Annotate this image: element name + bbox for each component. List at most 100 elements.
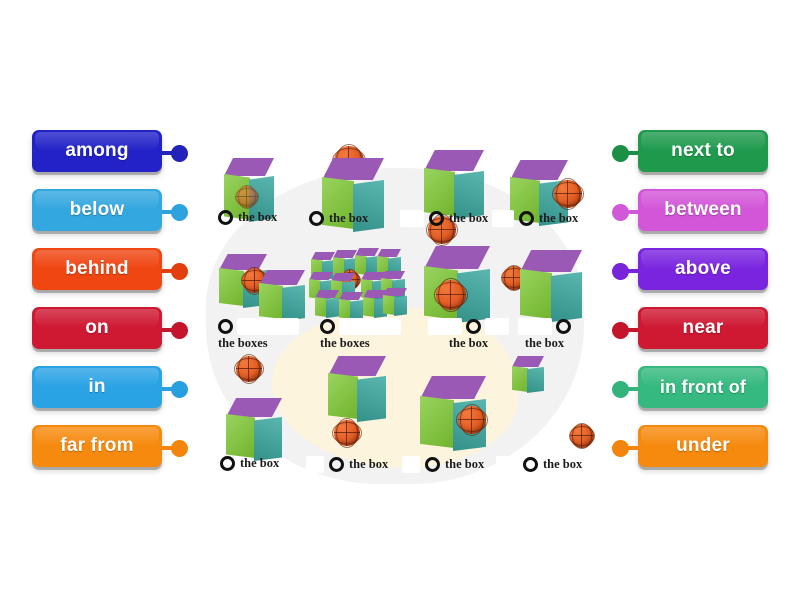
label-chip-text: in xyxy=(88,376,106,397)
connector-next-to xyxy=(612,144,638,162)
drop-target-icon[interactable] xyxy=(556,319,571,334)
dropzone-3[interactable]: the box xyxy=(400,210,488,227)
connector-dot[interactable] xyxy=(612,203,629,221)
drop-target-icon[interactable] xyxy=(218,319,233,334)
label-chip-next-to[interactable]: next to xyxy=(638,130,768,172)
connector-between xyxy=(612,203,638,221)
drop-slot[interactable] xyxy=(237,318,299,335)
connector-behind xyxy=(162,262,188,280)
connector-in-front-of xyxy=(612,380,638,398)
dropzone-2[interactable]: the box xyxy=(304,210,368,227)
label-chip-text: far from xyxy=(60,435,134,456)
drop-slot[interactable] xyxy=(492,210,514,227)
label-chip-in-front-of[interactable]: in front of xyxy=(638,366,768,408)
ball-scene-1 xyxy=(234,184,260,210)
dropzone-label: the box xyxy=(448,336,489,350)
connector-dot[interactable] xyxy=(612,321,629,339)
connector-dot[interactable] xyxy=(612,439,629,457)
drop-target-icon[interactable] xyxy=(329,457,344,472)
dropzone-1[interactable]: the box xyxy=(218,210,277,225)
drop-slot[interactable] xyxy=(518,318,552,335)
connector-dot[interactable] xyxy=(171,321,188,339)
label-chip-text: below xyxy=(69,199,125,220)
connector-near xyxy=(612,321,638,339)
connector-dot[interactable] xyxy=(171,380,188,398)
label-chip-under[interactable]: under xyxy=(638,425,768,467)
drop-slot[interactable] xyxy=(402,456,420,473)
dropzone-label: the box xyxy=(539,211,579,225)
dropzone-12[interactable]: the box xyxy=(496,456,582,473)
label-chip-in[interactable]: in xyxy=(32,366,162,408)
ball-scene-4 xyxy=(552,178,584,210)
dropzone-label: the box xyxy=(349,457,389,471)
drop-target-icon[interactable] xyxy=(519,211,534,226)
label-chip-text: in front of xyxy=(659,376,747,397)
connector-under xyxy=(612,439,638,457)
label-chip-near[interactable]: near xyxy=(638,307,768,349)
drop-target-icon[interactable] xyxy=(429,211,444,226)
label-chip-text: under xyxy=(676,435,730,456)
connector-above xyxy=(612,262,638,280)
label-chip-below[interactable]: below xyxy=(32,189,162,231)
connector-dot[interactable] xyxy=(612,144,629,162)
label-chip-on[interactable]: on xyxy=(32,307,162,349)
drop-target-icon[interactable] xyxy=(466,319,481,334)
ball-scene-12 xyxy=(568,422,596,450)
label-chip-text: near xyxy=(682,317,724,338)
label-chip-text: between xyxy=(664,199,742,220)
connector-dot[interactable] xyxy=(171,144,188,162)
dropzone-9[interactable]: the box xyxy=(220,456,279,471)
dropzone-7[interactable]: the box xyxy=(428,318,509,351)
connector-dot[interactable] xyxy=(171,439,188,457)
ball-scene-9 xyxy=(234,354,264,384)
connector-far-from xyxy=(162,439,188,457)
drop-slot[interactable] xyxy=(400,210,424,227)
label-chip-text: among xyxy=(65,140,129,161)
label-chip-text: above xyxy=(675,258,731,279)
drop-slot[interactable] xyxy=(428,318,462,335)
drop-slot[interactable] xyxy=(496,456,518,473)
drop-target-icon[interactable] xyxy=(220,456,235,471)
connector-dot[interactable] xyxy=(612,380,629,398)
drop-target-icon[interactable] xyxy=(309,211,324,226)
dropzone-label: the box xyxy=(449,211,489,225)
dropzone-10[interactable]: the box xyxy=(306,456,388,473)
connector-in xyxy=(162,380,188,398)
dropzone-5[interactable]: the boxes xyxy=(218,318,299,351)
label-chip-above[interactable]: above xyxy=(638,248,768,290)
dropzone-label: the box xyxy=(238,210,278,224)
dropzone-label: the box xyxy=(240,456,280,470)
dropzone-4[interactable]: the box xyxy=(492,210,578,227)
ball-scene-11 xyxy=(456,404,488,436)
drop-target-icon[interactable] xyxy=(320,319,335,334)
cube-grid-scene-6 xyxy=(308,248,407,320)
diagram-illustration: the box the box the box the box xyxy=(196,144,596,488)
label-chip-among[interactable]: among xyxy=(32,130,162,172)
dropzone-6[interactable]: the boxes xyxy=(320,318,401,351)
connector-dot[interactable] xyxy=(171,203,188,221)
drop-target-icon[interactable] xyxy=(218,210,233,225)
dropzone-label: the box xyxy=(445,457,485,471)
dropzone-label: the box xyxy=(329,211,369,225)
dropzone-8[interactable]: the box xyxy=(518,318,571,351)
label-chip-text: on xyxy=(85,317,109,338)
label-chip-between[interactable]: between xyxy=(638,189,768,231)
label-chip-far-from[interactable]: far from xyxy=(32,425,162,467)
label-chip-behind[interactable]: behind xyxy=(32,248,162,290)
connector-dot[interactable] xyxy=(171,262,188,280)
label-chip-text: next to xyxy=(671,140,735,161)
drop-target-icon[interactable] xyxy=(425,457,440,472)
connector-on xyxy=(162,321,188,339)
connector-among xyxy=(162,144,188,162)
drop-target-icon[interactable] xyxy=(523,457,538,472)
connector-dot[interactable] xyxy=(612,262,629,280)
label-chip-text: behind xyxy=(65,258,129,279)
drop-slot[interactable] xyxy=(339,318,401,335)
dropzone-11[interactable]: the box xyxy=(402,456,484,473)
drop-slot[interactable] xyxy=(485,318,509,335)
ball-scene-10 xyxy=(332,418,362,448)
drop-slot[interactable] xyxy=(306,456,324,473)
dropzone-label: the boxes xyxy=(320,336,370,350)
connector-below xyxy=(162,203,188,221)
